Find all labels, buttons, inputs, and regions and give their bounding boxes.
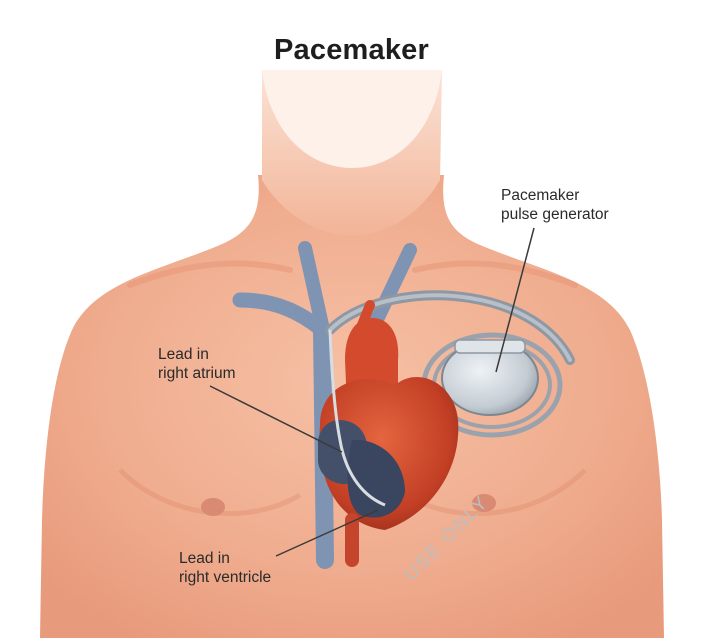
diagram-title: Pacemaker (0, 34, 703, 67)
label-line: Lead in (179, 549, 271, 568)
label-right-atrium: Lead in right atrium (158, 345, 236, 383)
label-line: Pacemaker (501, 186, 609, 205)
device-header (455, 340, 525, 353)
label-line: Lead in (158, 345, 236, 364)
label-line: pulse generator (501, 205, 609, 224)
label-pulse-generator: Pacemaker pulse generator (501, 186, 609, 224)
label-line: right ventricle (179, 568, 271, 587)
left-nipple (201, 498, 225, 516)
label-line: right atrium (158, 364, 236, 383)
label-right-ventricle: Lead in right ventricle (179, 549, 271, 587)
